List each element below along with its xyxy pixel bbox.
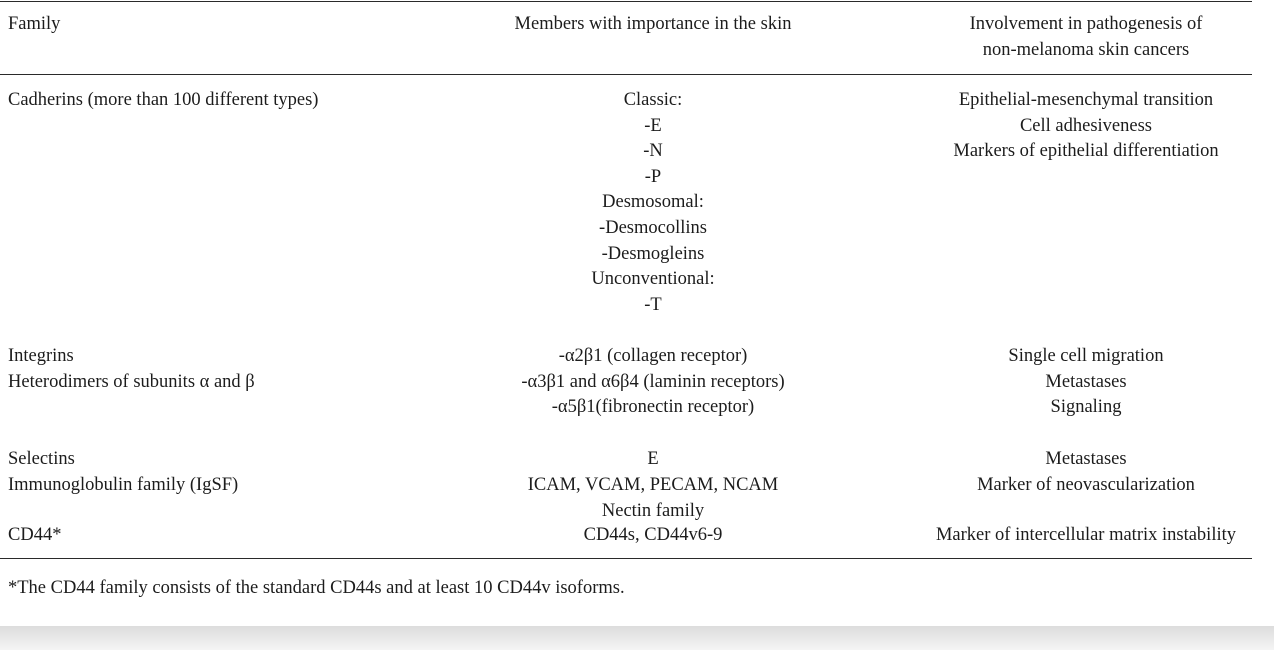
family-line: Cadherins (more than 100 different types… (8, 90, 319, 110)
family-line: Integrins (8, 346, 74, 366)
involvement-line: Epithelial-mesenchymal transition (958, 90, 1214, 110)
header-involvement: Involvement in pathogenesis of non-melan… (908, 12, 1264, 63)
document-page: Family Members with importance in the sk… (0, 1, 1264, 598)
involvement-line: Metastases (1045, 371, 1127, 392)
member-line: Nectin family (601, 500, 705, 521)
member-line: -Desmogleins (601, 243, 705, 264)
involvement-line: Signaling (1050, 397, 1122, 418)
row-selectins-members: E (647, 449, 659, 469)
member-line: Unconventional: (591, 269, 715, 290)
row-cd44-family: CD44* (8, 525, 62, 545)
header-involvement-line-1: Involvement in pathogenesis of (969, 14, 1203, 34)
member-line: -α2β1 (collagen receptor) (558, 346, 748, 366)
member-line: -α5β1(fibronectin receptor) (551, 397, 755, 418)
row-selectins-family: Selectins (8, 449, 75, 469)
member-line: -Desmocollins (599, 217, 707, 238)
row-integrins-members: -α2β1 (collagen receptor) -α3β1 and α6β4… (453, 344, 853, 421)
table-header-rule (0, 74, 1252, 75)
row-cd44-involvement: Marker of intercellular matrix instabili… (935, 525, 1236, 545)
member-line: -P (644, 166, 662, 187)
table-bottom-rule (0, 558, 1252, 559)
involvement-line: Cell adhesiveness (1019, 115, 1153, 136)
family-line: Heterodimers of subunits α and β (8, 371, 255, 392)
header-involvement-line-2: non-melanoma skin cancers (982, 39, 1190, 60)
page-bottom-shadow (0, 626, 1274, 650)
row-cadherins-members: Classic: -E -N -P Desmosomal: -Desmocoll… (453, 88, 853, 318)
row-cadherins-involvement: Epithelial-mesenchymal transition Cell a… (908, 88, 1264, 165)
row-cd44-members: CD44s, CD44v6-9 (583, 525, 723, 545)
row-cadherins-family: Cadherins (more than 100 different types… (8, 88, 318, 114)
member-line: ICAM, VCAM, PECAM, NCAM (527, 475, 779, 495)
row-selectins-involvement: Metastases (1045, 449, 1127, 469)
table-footnote: *The CD44 family consists of the standar… (8, 578, 625, 598)
member-line: -α3β1 and α6β4 (laminin receptors) (521, 371, 785, 392)
header-family: Family (8, 14, 61, 34)
member-line: -E (644, 115, 662, 136)
row-igsf-family: Immunoglobulin family (IgSF) (8, 475, 239, 495)
member-line: -N (643, 141, 663, 162)
involvement-line: Markers of epithelial differentiation (953, 141, 1219, 162)
table-top-rule (0, 1, 1252, 2)
row-igsf-members: ICAM, VCAM, PECAM, NCAM Nectin family (453, 473, 853, 524)
row-igsf-involvement: Marker of neovascularization (977, 475, 1195, 495)
member-line: Desmosomal: (602, 192, 704, 213)
row-integrins-family: Integrins Heterodimers of subunits α and… (8, 344, 255, 395)
header-members: Members with importance in the skin (514, 14, 792, 34)
member-line: -T (644, 294, 662, 315)
member-line: Classic: (623, 90, 683, 110)
row-integrins-involvement: Single cell migration Metastases Signali… (908, 344, 1264, 421)
involvement-line: Single cell migration (1008, 346, 1164, 366)
